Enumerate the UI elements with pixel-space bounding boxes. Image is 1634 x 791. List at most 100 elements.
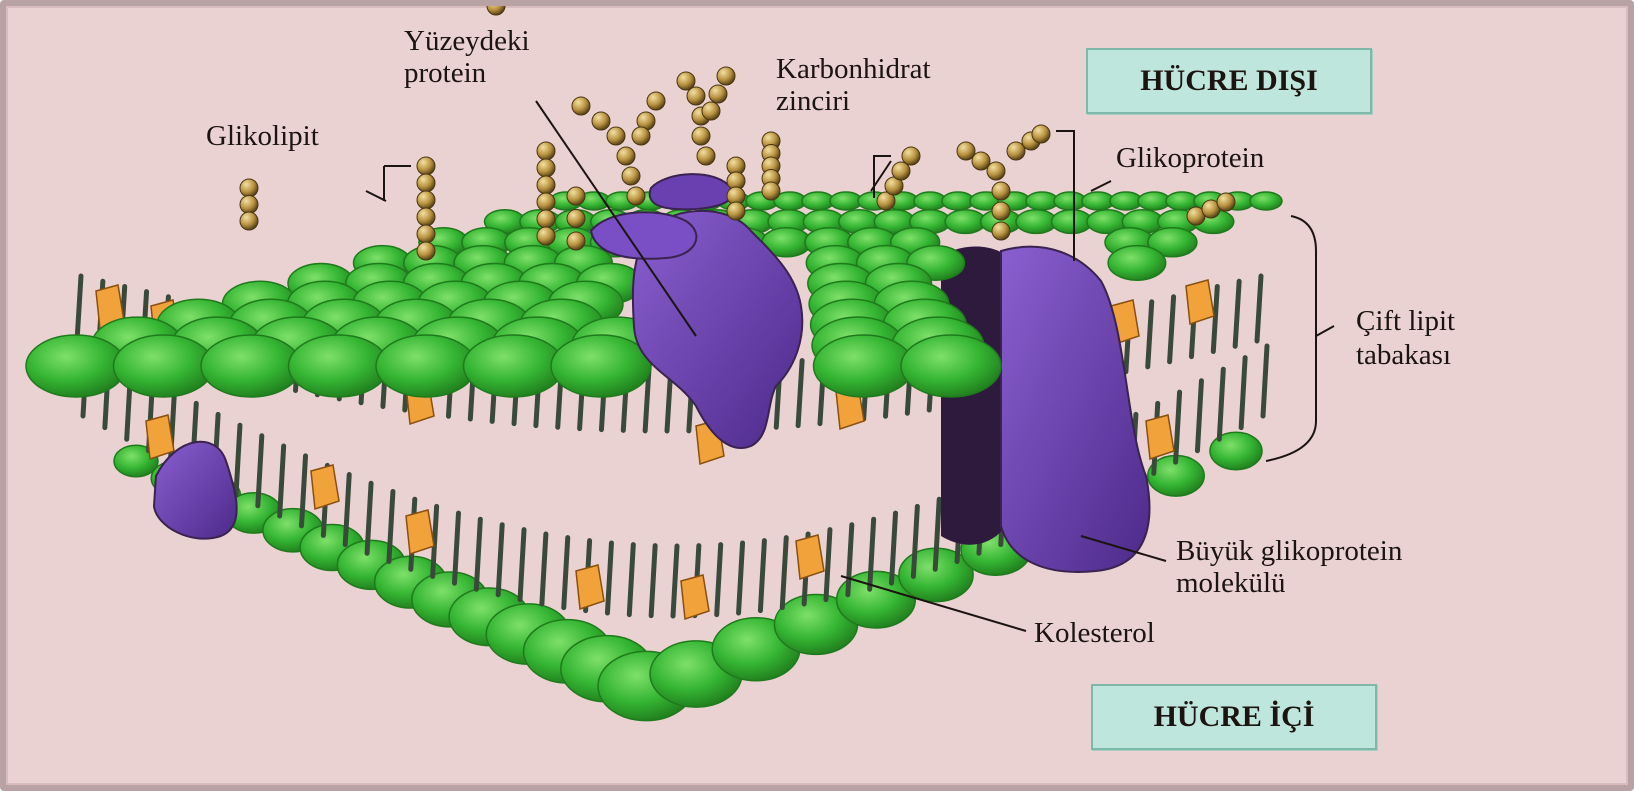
lower-tail bbox=[629, 545, 633, 615]
carbohydrate-bead bbox=[240, 196, 258, 214]
carbohydrate-bead bbox=[627, 187, 645, 205]
lower-tail bbox=[1176, 392, 1180, 462]
carbohydrate-chain-label-line2: zinciri bbox=[776, 86, 850, 116]
upper-tail bbox=[1235, 281, 1239, 346]
cholesterol-label: Kolesterol bbox=[1034, 618, 1155, 648]
lower-tail bbox=[476, 519, 480, 589]
lower-tail bbox=[782, 538, 786, 608]
lower-tail bbox=[280, 446, 284, 516]
peripheral-protein-inner bbox=[154, 442, 237, 539]
carbohydrate-bead bbox=[697, 147, 715, 165]
carbohydrate-bead bbox=[417, 191, 435, 209]
carbohydrate-bead bbox=[417, 157, 435, 175]
cholesterol-molecule bbox=[1186, 280, 1214, 324]
phospholipid-head bbox=[1016, 210, 1057, 234]
lower-tail bbox=[1241, 358, 1245, 428]
lower-tail bbox=[892, 513, 896, 583]
phospholipid-head bbox=[376, 335, 476, 397]
carbohydrate-bead bbox=[592, 112, 610, 130]
phospholipid-head bbox=[830, 192, 862, 210]
lower-tail bbox=[542, 534, 546, 604]
carbohydrate-bead bbox=[537, 227, 555, 245]
cholesterol-molecule bbox=[681, 575, 709, 619]
glycolipid-label: Glikolipit bbox=[206, 121, 319, 151]
cholesterol-molecule bbox=[146, 415, 174, 459]
surface-protein-cap bbox=[650, 174, 733, 209]
surface-protein-top bbox=[591, 212, 696, 258]
lipid-bilayer-label-line2: tabakası bbox=[1356, 340, 1451, 370]
phospholipid-head bbox=[1138, 192, 1170, 210]
phospholipid-head bbox=[114, 335, 214, 397]
inside-cell-label: HÜCRE İÇİ bbox=[1091, 684, 1377, 750]
carbohydrate-bead bbox=[992, 202, 1010, 220]
phospholipid-head bbox=[1108, 246, 1166, 281]
cholesterol-molecule bbox=[311, 465, 339, 509]
carbohydrate-bead bbox=[702, 102, 720, 120]
carbohydrate-bead bbox=[992, 222, 1010, 240]
carbohydrate-bead bbox=[417, 242, 435, 260]
carbohydrate-bead bbox=[537, 210, 555, 228]
lower-tail bbox=[1197, 381, 1201, 451]
phospholipid-head bbox=[1110, 192, 1142, 210]
lipid-bilayer-label-line1: Çift lipit bbox=[1356, 306, 1455, 336]
carbohydrate-bead bbox=[567, 210, 585, 228]
phospholipid-head bbox=[814, 335, 914, 397]
carbohydrate-bead bbox=[617, 147, 635, 165]
carbohydrate-bead bbox=[992, 182, 1010, 200]
cholesterol-molecule bbox=[1146, 415, 1174, 459]
carbohydrate-bead bbox=[240, 212, 258, 230]
carbohydrate-bead bbox=[1217, 193, 1235, 211]
large-glycoprotein-label-line1: Büyük glikoprotein bbox=[1176, 536, 1402, 566]
lower-tail bbox=[498, 525, 502, 595]
phospholipid-head bbox=[464, 335, 564, 397]
upper-tail bbox=[1213, 286, 1217, 351]
lower-tail bbox=[520, 530, 524, 600]
carbohydrate-bead bbox=[1032, 125, 1050, 143]
glycoprotein-label: Glikoprotein bbox=[1116, 143, 1264, 173]
carbohydrate-bead bbox=[567, 187, 585, 205]
carbohydrate-chain-label-line1: Karbonhidrat bbox=[776, 54, 931, 84]
carbohydrate-bead bbox=[567, 232, 585, 250]
phospholipid-head bbox=[901, 335, 1001, 397]
upper-tail bbox=[1257, 276, 1261, 341]
carbohydrate-bead bbox=[687, 87, 705, 105]
carbohydrate-bead bbox=[622, 167, 640, 185]
cholesterol-molecule bbox=[406, 510, 434, 554]
carbohydrate-bead bbox=[692, 127, 710, 145]
lower-tail bbox=[1263, 346, 1267, 416]
large-glycoprotein-label-line2: molekülü bbox=[1176, 568, 1286, 598]
carbohydrate-bead bbox=[632, 127, 650, 145]
carbohydrate-bead bbox=[537, 142, 555, 160]
carbohydrate-bead bbox=[417, 225, 435, 243]
lower-tail bbox=[673, 546, 677, 616]
carbohydrate-bead bbox=[709, 85, 727, 103]
lower-tail bbox=[564, 538, 568, 608]
phospholipid-head bbox=[945, 210, 986, 234]
upper-tail bbox=[798, 361, 802, 426]
carbohydrate-bead bbox=[537, 159, 555, 177]
lower-tail bbox=[739, 543, 743, 613]
phospholipid-head bbox=[1082, 192, 1114, 210]
upper-tail bbox=[1170, 297, 1174, 362]
phospholipid-head bbox=[802, 192, 834, 210]
upper-tail bbox=[1148, 302, 1152, 367]
cholesterol-molecule bbox=[796, 535, 824, 579]
lower-tail bbox=[651, 546, 655, 616]
surface-protein-label-line1: Yüzeydeki bbox=[404, 26, 530, 56]
surface-protein-label-line2: protein bbox=[404, 58, 486, 88]
carbohydrate-bead bbox=[762, 182, 780, 200]
lower-tail bbox=[826, 530, 830, 600]
phospholipid-head bbox=[914, 192, 946, 210]
phospholipid-head bbox=[26, 335, 126, 397]
outside-cell-label: HÜCRE DIŞI bbox=[1086, 48, 1372, 114]
carbohydrate-bead bbox=[727, 202, 745, 220]
lower-tail bbox=[236, 425, 240, 495]
lower-tail bbox=[607, 543, 611, 613]
carbohydrate-bead bbox=[572, 97, 590, 115]
carbohydrate-bead bbox=[240, 179, 258, 197]
upper-tail bbox=[77, 276, 81, 341]
carbohydrate-bead bbox=[607, 127, 625, 145]
phospholipid-head bbox=[1052, 210, 1093, 234]
phospholipid-head bbox=[551, 335, 651, 397]
carbohydrate-bead bbox=[417, 174, 435, 192]
